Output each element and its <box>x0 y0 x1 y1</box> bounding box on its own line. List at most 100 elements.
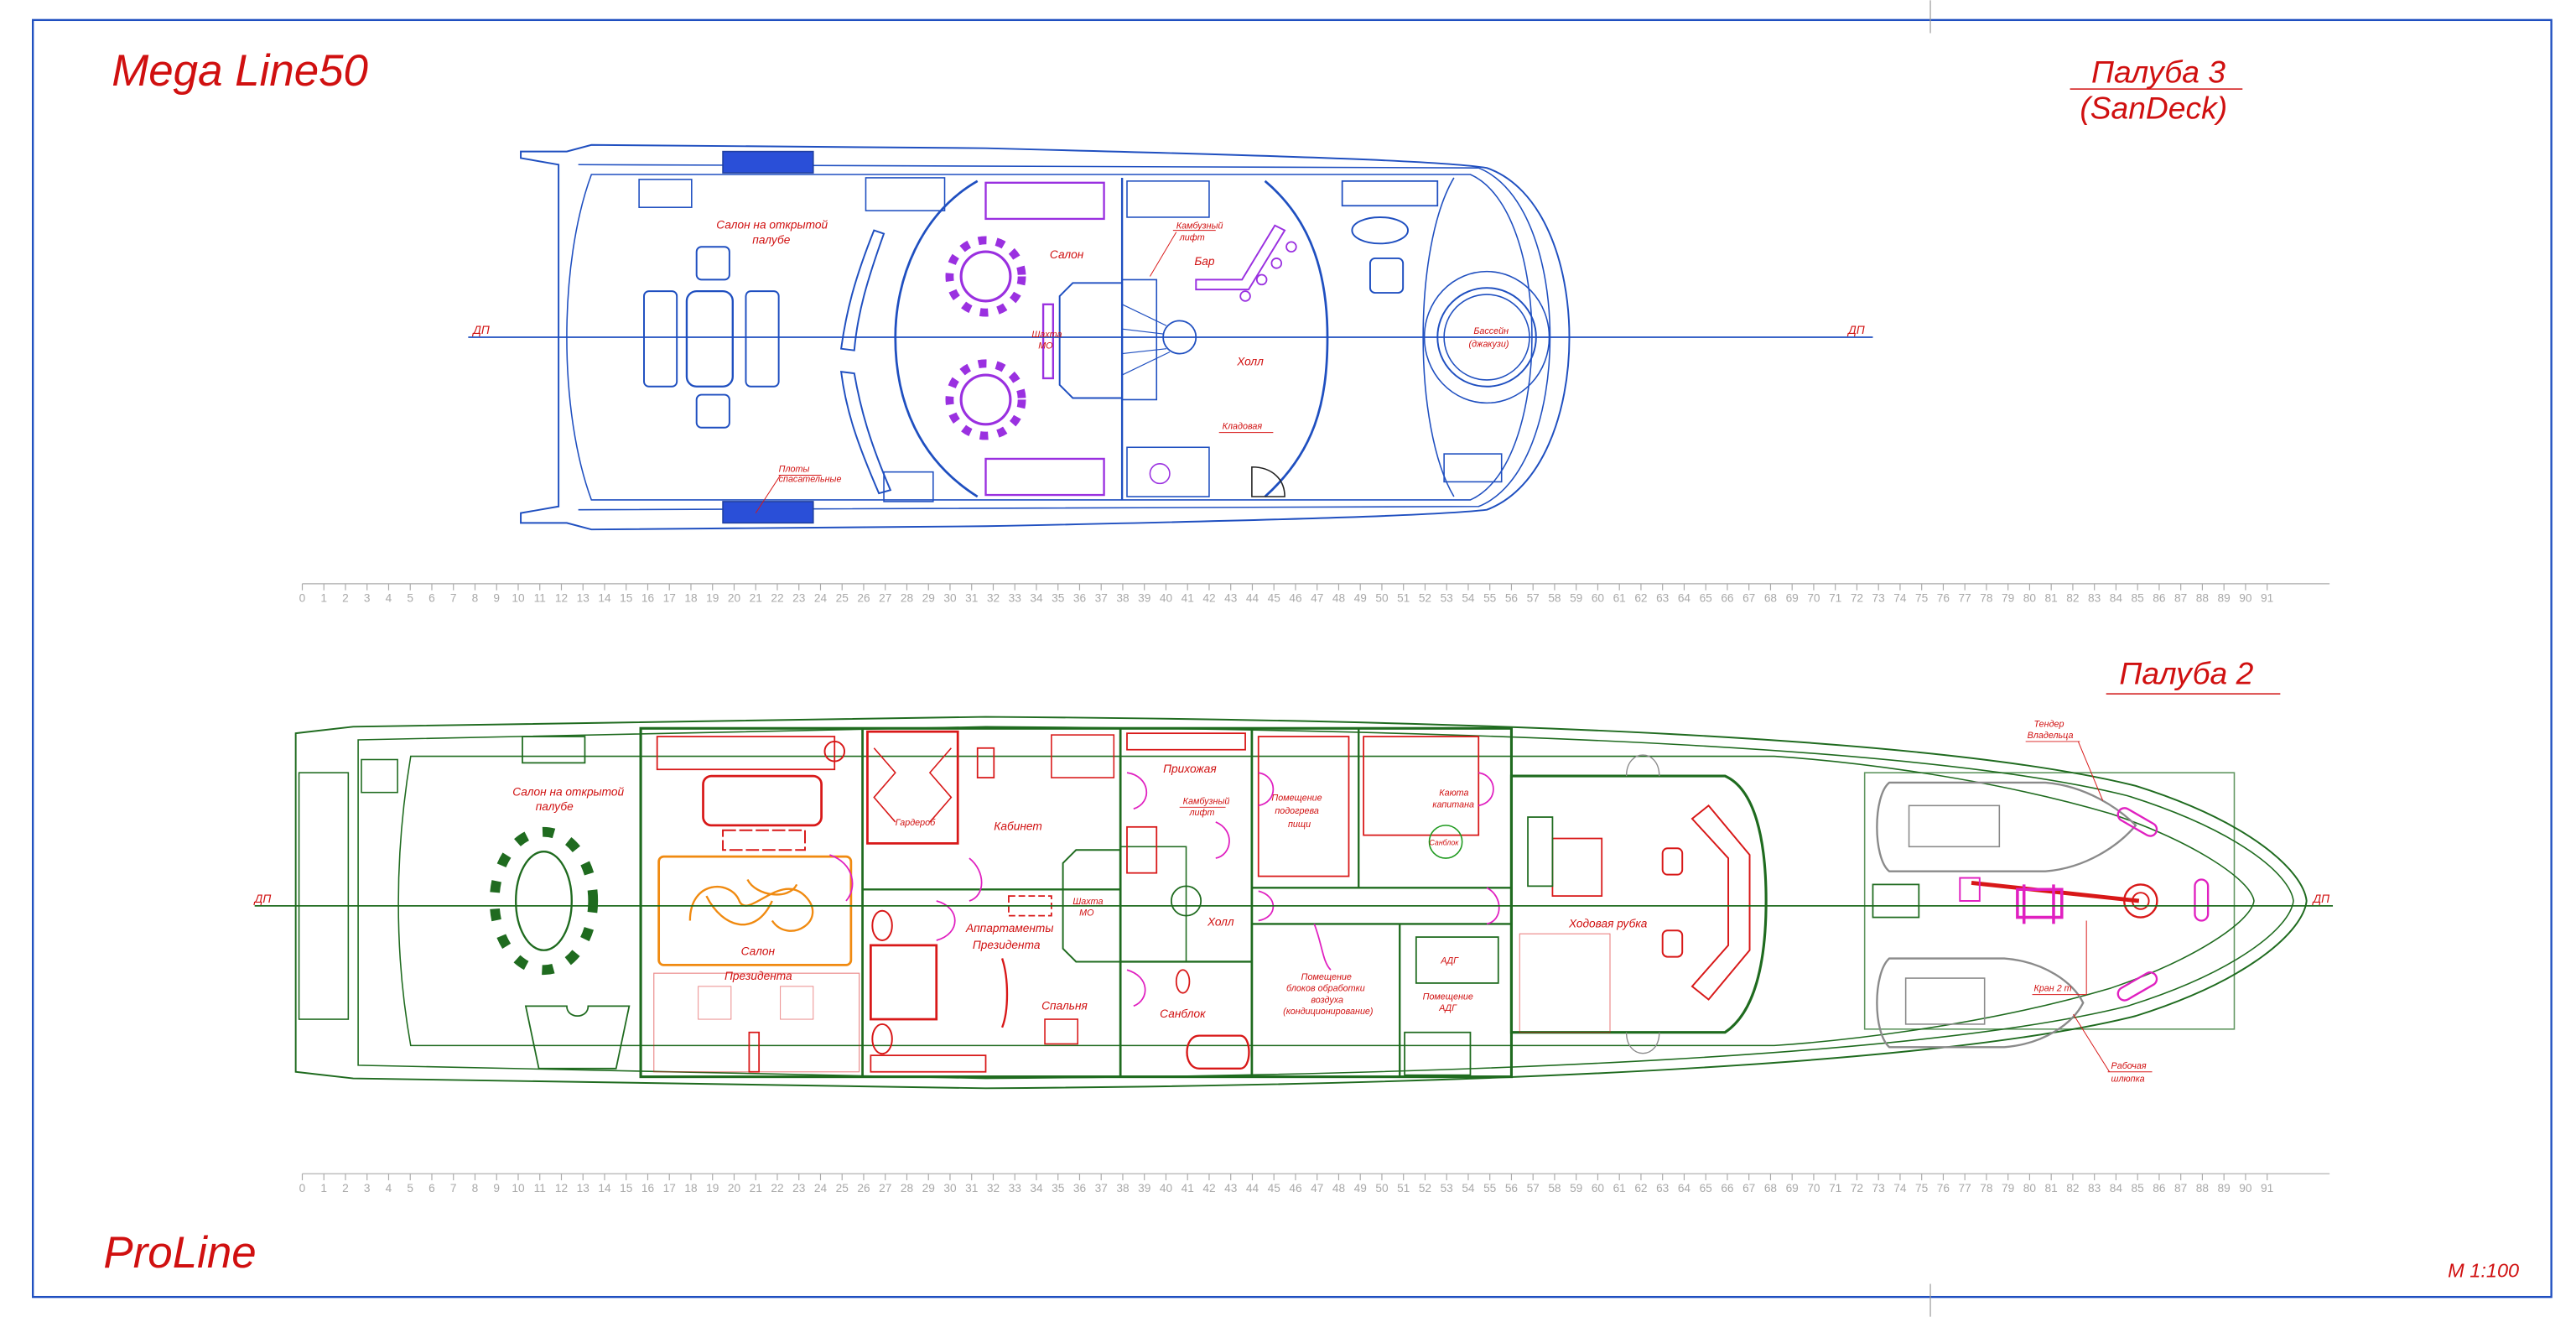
bar-counter <box>1195 224 1286 291</box>
ruler-label: 13 <box>577 591 590 604</box>
ruler-label: 79 <box>2002 591 2014 604</box>
ruler-label: 58 <box>1548 1182 1561 1195</box>
ruler-label: 29 <box>922 1182 935 1195</box>
ruler-label: 17 <box>663 591 676 604</box>
deck3-title: Палуба 3 <box>2091 54 2225 89</box>
life-raft-top <box>722 150 814 174</box>
ruler-label: 32 <box>987 1182 1000 1195</box>
ruler-label: 76 <box>1937 1182 1950 1195</box>
ruler-label: 73 <box>1872 591 1886 604</box>
ruler-label: 55 <box>1483 1182 1497 1195</box>
spiral-staircase <box>1119 846 1202 963</box>
centerline-label: ДП <box>253 893 272 905</box>
ruler-label: 61 <box>1613 1182 1626 1195</box>
ruler-label: 60 <box>1592 1182 1605 1195</box>
ruler-label: 7 <box>450 591 457 604</box>
centerline-label: ДП <box>2312 893 2330 905</box>
coffee-table <box>685 289 734 388</box>
ruler-label: 64 <box>1678 591 1691 604</box>
room-label: Салон <box>741 945 776 958</box>
ruler-label: 48 <box>1332 591 1346 604</box>
spiral-staircase <box>1121 278 1197 401</box>
ruler-label: 43 <box>1224 1182 1238 1195</box>
ruler-label: 24 <box>814 1182 828 1195</box>
ruler-label: 66 <box>1721 591 1734 604</box>
armchair <box>1368 257 1405 294</box>
ruler-label: 34 <box>1030 591 1043 604</box>
ruler-label: 71 <box>1829 1182 1841 1195</box>
ruler-label: 17 <box>663 1182 676 1195</box>
ruler-label: 59 <box>1570 1182 1582 1195</box>
ruler-label: 67 <box>1742 591 1755 604</box>
ruler-label: 12 <box>555 591 568 604</box>
ruler-label: 85 <box>2132 591 2145 604</box>
ruler-label: 3 <box>364 591 371 604</box>
toilet <box>1149 463 1171 485</box>
crane <box>1959 877 2158 924</box>
room-label: Камбузный <box>1183 796 1230 806</box>
ruler-label: 46 <box>1289 591 1302 604</box>
stairs <box>1404 816 1554 1076</box>
ruler-label: 14 <box>598 1182 611 1195</box>
ruler-label: 47 <box>1311 1182 1323 1195</box>
ruler-label: 9 <box>493 1182 500 1195</box>
room-label: Бар <box>1194 255 1215 268</box>
ruler-label: 11 <box>534 1182 546 1195</box>
ruler-label: 86 <box>2153 1182 2166 1195</box>
helm-chair <box>1661 929 1684 958</box>
armchair <box>695 393 730 429</box>
room-label: АДГ <box>1440 955 1459 966</box>
room-label: подогрева <box>1275 806 1319 816</box>
ruler-label: 39 <box>1138 591 1150 604</box>
ornamental-carpet <box>657 855 853 966</box>
room-label: Аппартаменты <box>965 922 1053 934</box>
ruler-label: 25 <box>836 1182 849 1195</box>
sofa <box>643 290 678 388</box>
bed <box>869 944 938 1021</box>
ruler-label: 84 <box>2110 591 2123 604</box>
dining-table-top <box>945 236 1026 317</box>
ruler-label: 33 <box>1009 1182 1022 1195</box>
scale-label: M 1:100 <box>2448 1260 2519 1282</box>
ruler-label: 11 <box>534 591 546 604</box>
sunbed <box>638 179 693 208</box>
ruler-label: 46 <box>1289 1182 1302 1195</box>
ruler-label: 20 <box>728 591 741 604</box>
ruler-label: 6 <box>428 1182 435 1195</box>
ruler-label: 34 <box>1030 1182 1043 1195</box>
room-label: Помещение <box>1301 972 1352 982</box>
ruler-label: 81 <box>2045 1182 2058 1195</box>
ruler-label: 79 <box>2002 1182 2014 1195</box>
ruler-label: 53 <box>1441 591 1454 604</box>
room-label: Спальня <box>1041 999 1088 1012</box>
sofa <box>984 457 1105 497</box>
ruler-label: 43 <box>1224 591 1238 604</box>
deck2-title: Палуба 2 <box>2119 655 2253 690</box>
room-label: воздуха <box>1311 995 1343 1005</box>
ruler-label: 67 <box>1742 1182 1755 1195</box>
ruler-label: 4 <box>386 591 392 604</box>
ruler-label: 74 <box>1893 1182 1907 1195</box>
ruler-label: 18 <box>684 1182 698 1195</box>
ruler-label: 72 <box>1851 1182 1863 1195</box>
ruler-label: 38 <box>1116 591 1130 604</box>
ruler-label: 68 <box>1764 591 1778 604</box>
ruler-label: 6 <box>428 591 435 604</box>
ruler-label: 44 <box>1246 591 1259 604</box>
ruler-label: 22 <box>771 1182 783 1195</box>
ruler-label: 62 <box>1634 1182 1647 1195</box>
sunbed <box>1443 453 1503 483</box>
ruler-label: 74 <box>1893 591 1907 604</box>
ruler-label: 53 <box>1441 1182 1454 1195</box>
room-label: Кабинет <box>994 820 1041 833</box>
ruler-label: 56 <box>1505 591 1519 604</box>
room-label: МО <box>1079 908 1094 919</box>
exit-door <box>1251 466 1285 497</box>
deck3-subtitle: (SanDeck) <box>2080 90 2227 125</box>
ruler-label: 31 <box>965 1182 978 1195</box>
bollard <box>2116 971 2158 1002</box>
ruler-label: 57 <box>1527 1182 1540 1195</box>
ruler-label: 30 <box>943 591 957 604</box>
ruler-label: 30 <box>943 1182 957 1195</box>
